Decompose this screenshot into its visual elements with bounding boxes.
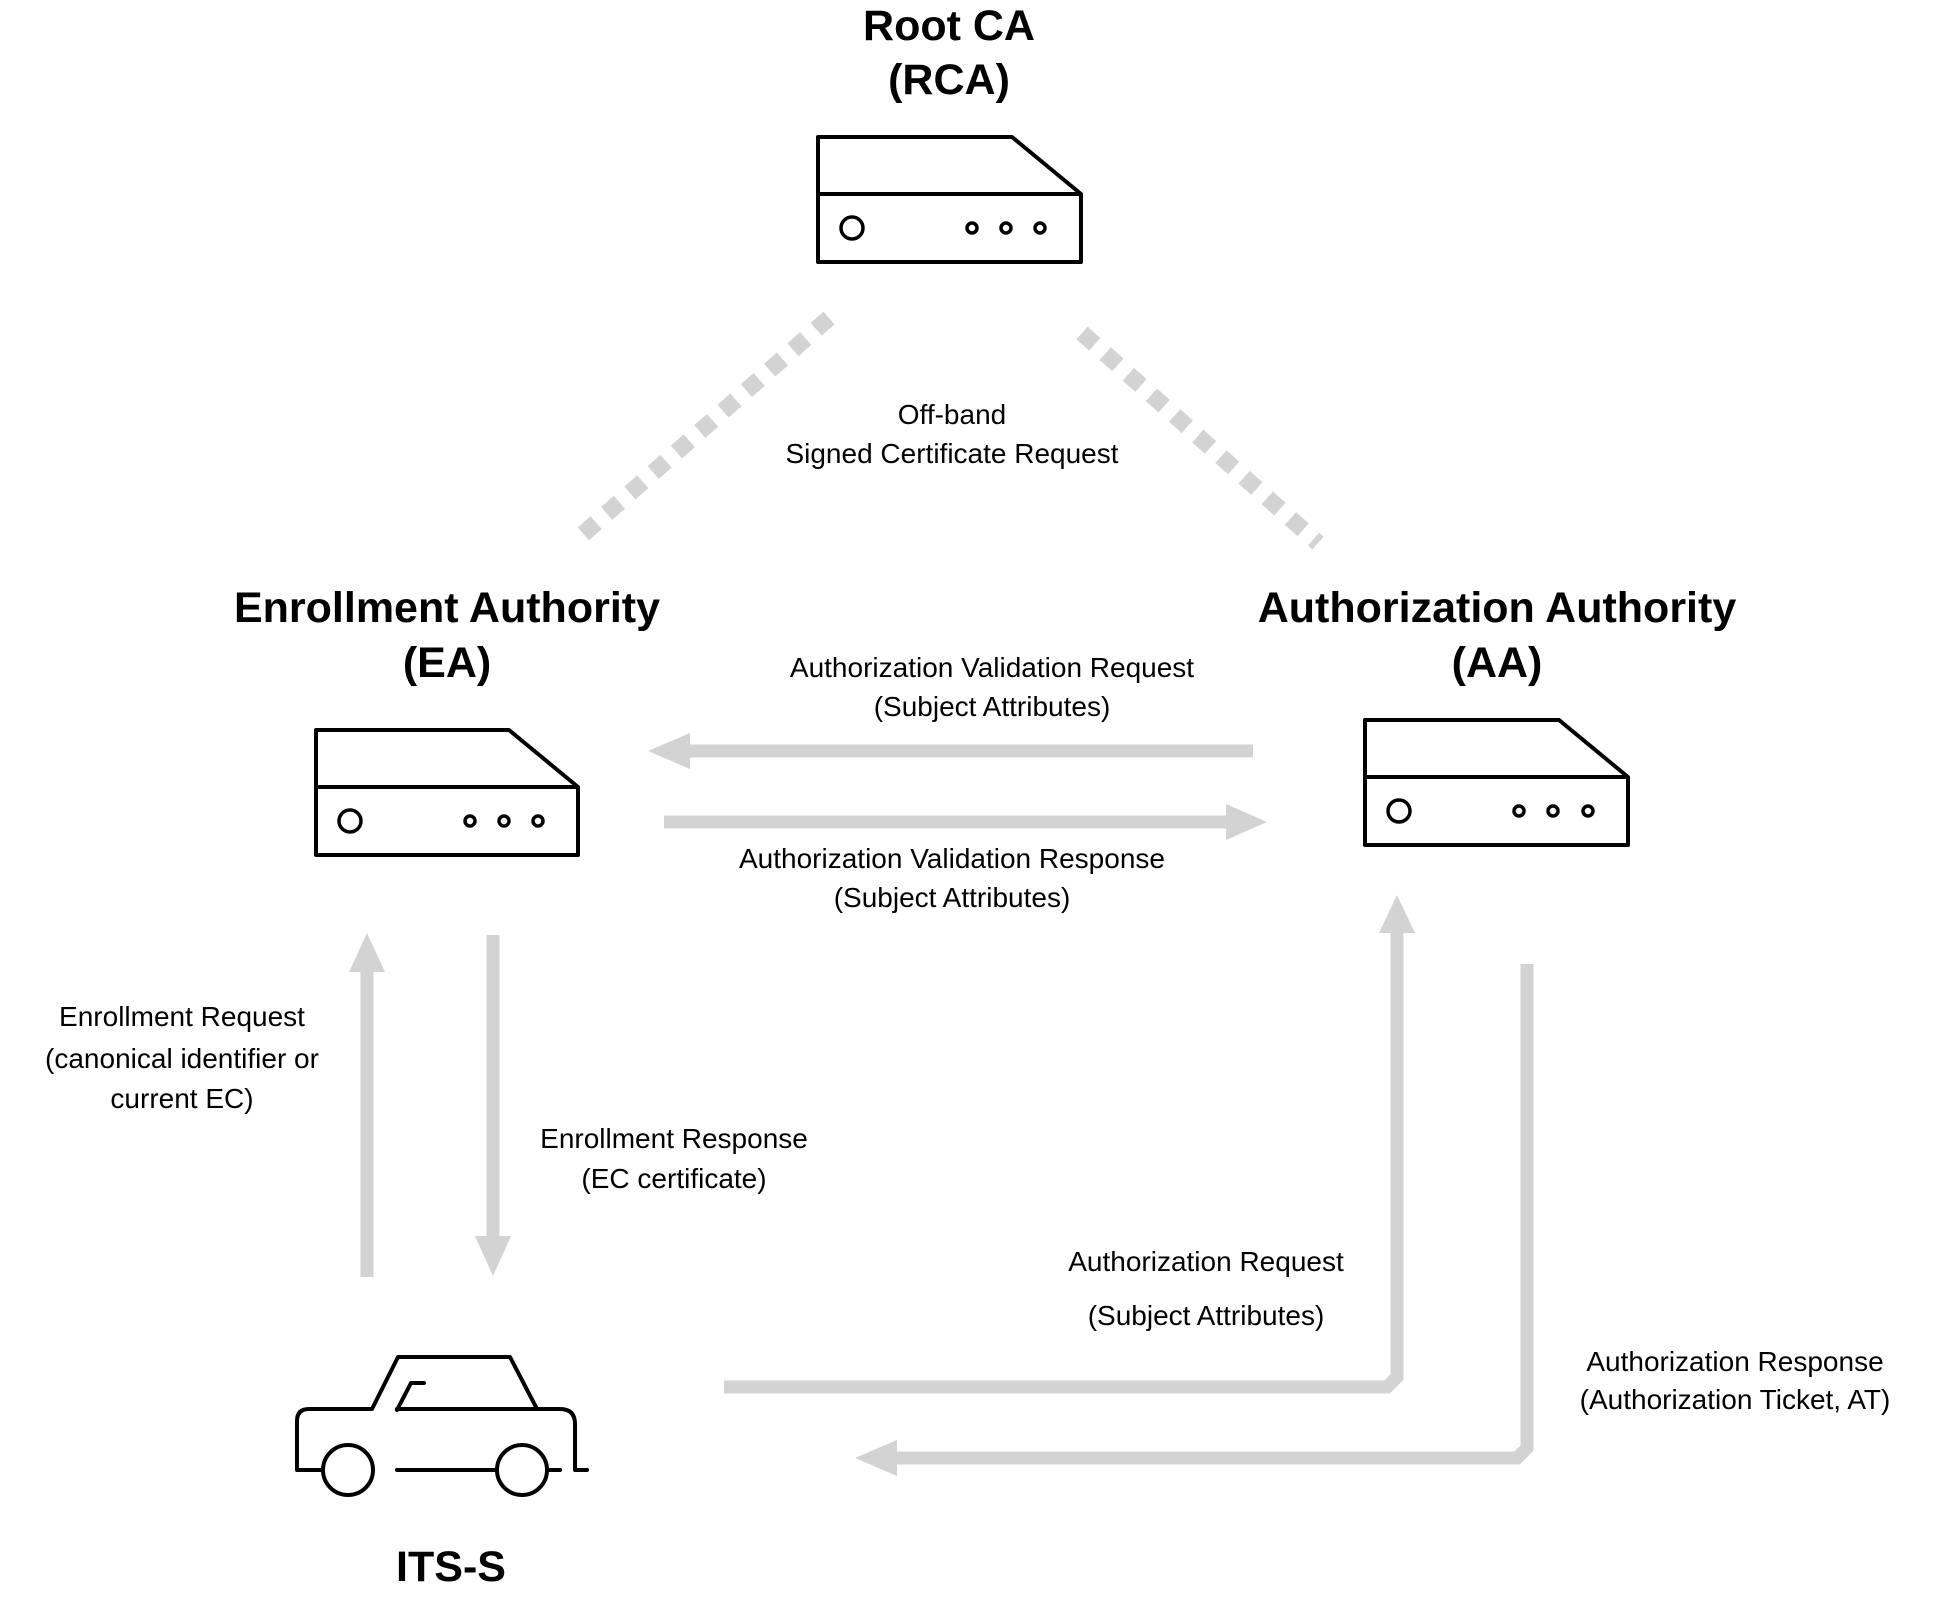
offband-link-ea [567, 311, 835, 550]
enrollment-request-arrow [349, 933, 385, 1277]
auth-validation-response-line2: (Subject Attributes) [834, 882, 1071, 913]
offband-label-line2: Signed Certificate Request [785, 438, 1118, 469]
auth-request-label: Authorization Request (Subject Attribute… [1068, 1246, 1344, 1331]
auth-validation-request-line1: Authorization Validation Request [790, 652, 1194, 683]
auth-response-arrow [855, 964, 1534, 1476]
auth-request-line2: (Subject Attributes) [1088, 1300, 1325, 1331]
offband-links [567, 311, 1324, 550]
server-icon [816, 135, 1083, 264]
root-ca-node: Root CA (RCA) [816, 2, 1083, 264]
auth-validation-request-label: Authorization Validation Request (Subjec… [790, 652, 1194, 722]
its-node: ITS-S [295, 1355, 589, 1591]
enrollment-response-line2: (EC certificate) [581, 1163, 766, 1194]
enrollment-request-line1: Enrollment Request [59, 1001, 305, 1032]
auth-validation-response-arrow [664, 804, 1267, 840]
enrollment-request-line2: (canonical identifier or [45, 1043, 319, 1074]
auth-validation-request-line2: (Subject Attributes) [874, 691, 1111, 722]
auth-validation-response-line1: Authorization Validation Response [739, 843, 1165, 874]
auth-response-label: Authorization Response (Authorization Ti… [1580, 1346, 1891, 1415]
enrollment-request-label: Enrollment Request (canonical identifier… [45, 1001, 319, 1114]
enrollment-request-line3: current EC) [110, 1083, 253, 1114]
aa-node: Authorization Authority (AA) [1258, 584, 1737, 847]
flow-arrows [349, 733, 1534, 1476]
enrollment-response-arrow [475, 935, 511, 1276]
server-icon [1363, 718, 1630, 847]
server-icon [314, 728, 580, 857]
aa-subtitle: (AA) [1452, 639, 1543, 687]
enrollment-response-line1: Enrollment Response [540, 1123, 808, 1154]
aa-title: Authorization Authority [1258, 584, 1737, 632]
auth-validation-request-arrow [648, 733, 1253, 769]
ea-title: Enrollment Authority [234, 584, 660, 632]
ea-subtitle: (EA) [403, 639, 491, 687]
offband-label-line1: Off-band [898, 399, 1006, 430]
auth-response-line2: (Authorization Ticket, AT) [1580, 1384, 1891, 1415]
enrollment-response-label: Enrollment Response (EC certificate) [540, 1123, 808, 1194]
its-title: ITS-S [396, 1543, 506, 1591]
auth-request-line1: Authorization Request [1068, 1246, 1344, 1277]
ea-node: Enrollment Authority (EA) [234, 584, 660, 857]
root-ca-title: Root CA [863, 2, 1035, 50]
auth-response-line1: Authorization Response [1586, 1346, 1883, 1377]
root-ca-subtitle: (RCA) [888, 56, 1010, 104]
car-icon [295, 1355, 589, 1497]
auth-validation-response-label: Authorization Validation Response (Subje… [739, 843, 1165, 913]
offband-label: Off-band Signed Certificate Request [785, 399, 1118, 469]
offband-link-aa [1076, 326, 1324, 550]
auth-request-arrow [724, 895, 1415, 1394]
